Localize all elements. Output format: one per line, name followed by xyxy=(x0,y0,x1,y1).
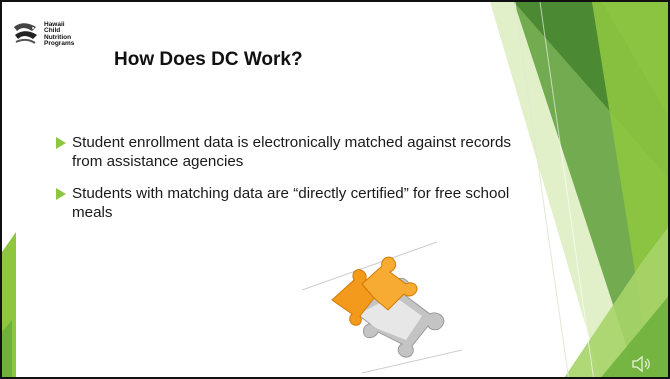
triangle-arrow-icon xyxy=(56,137,66,149)
bullet-item: Student enrollment data is electronicall… xyxy=(55,133,535,171)
puzzle-image xyxy=(302,241,462,374)
bullet-text: Student enrollment data is electronicall… xyxy=(72,134,511,170)
bullet-item: Students with matching data are “directl… xyxy=(55,184,535,222)
bullet-text: Students with matching data are “directl… xyxy=(72,185,510,221)
logo-line-3: Nutrition xyxy=(44,33,72,41)
slide-title: How Does DC Work? xyxy=(114,49,303,70)
logo-line-4: Programs xyxy=(44,40,75,48)
program-logo: Hawaii Child Nutrition Programs xyxy=(12,21,74,48)
speaker-icon[interactable] xyxy=(631,355,653,373)
fish-logo-icon xyxy=(12,21,40,47)
triangle-arrow-icon xyxy=(56,188,66,200)
bullet-list: Student enrollment data is electronicall… xyxy=(55,133,535,235)
logo-line-1: Hawaii xyxy=(44,21,65,28)
logo-line-2: Child xyxy=(44,27,61,35)
logo-text: Hawaii Child Nutrition Programs xyxy=(44,21,75,48)
